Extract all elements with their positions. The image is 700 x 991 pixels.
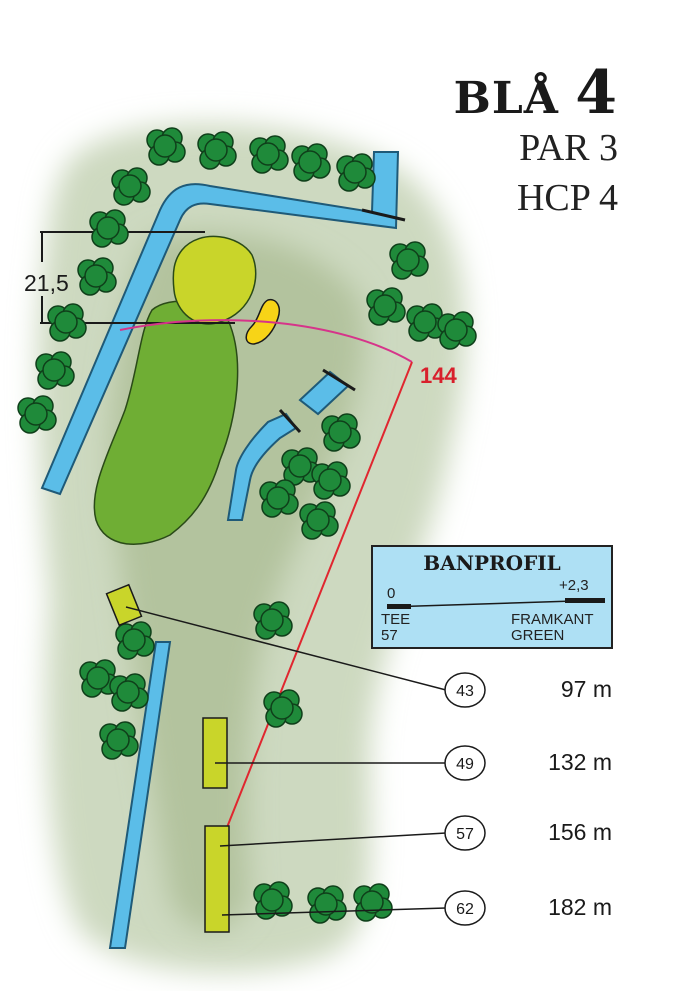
front-distance-label: 144 (420, 363, 457, 388)
tee-distance: 156 m (548, 819, 612, 845)
water-hazard-lower (108, 641, 172, 949)
tee-distance: 132 m (548, 749, 612, 775)
water-marker (278, 408, 302, 434)
tee-marker-id: 57 (456, 826, 474, 843)
tee-marker-id: 49 (456, 756, 474, 773)
tree-icon (47, 303, 87, 342)
profile-title: BANPROFIL (423, 551, 561, 575)
profile-right-label: FRAMKANT (511, 611, 594, 628)
tree-icon (35, 351, 75, 390)
tree-icon (197, 131, 237, 170)
tee-marker-id: 62 (456, 901, 474, 918)
water-marker (322, 368, 356, 392)
tree-icon (99, 721, 139, 760)
tee-leader-lines (125, 606, 447, 916)
tree-icon (146, 127, 186, 166)
green-depth-label: 21,5 (24, 270, 69, 296)
profile-left-label: TEE (381, 611, 411, 628)
profile-left-value: 0 (387, 585, 396, 602)
profile-line (386, 598, 606, 609)
tee-box-43 (105, 583, 143, 627)
tee-box-49 (202, 717, 228, 789)
tree-icon (321, 413, 361, 452)
tee-marker-id: 43 (456, 683, 474, 700)
tree-icon (17, 395, 57, 434)
tree-icon (353, 883, 393, 922)
tee-marker-circle (444, 672, 486, 708)
tee-marker-circle (444, 890, 486, 926)
tree-icon (366, 287, 406, 326)
tee-marker-circle (444, 815, 486, 851)
par-info: PAR 3 (519, 127, 618, 169)
tee-markers (444, 672, 486, 926)
tree-icon (115, 621, 155, 660)
tee-boxes (105, 583, 230, 933)
tee-color-label: BLÅ (453, 73, 559, 124)
green-front-arc (119, 319, 413, 363)
tree-icon (111, 167, 151, 206)
profile-right-value: +2,3 (559, 577, 589, 594)
tree-icon (291, 143, 331, 182)
distance-line (219, 361, 413, 846)
tree-icon (437, 311, 477, 350)
tree-icon (389, 241, 429, 280)
tee-distance: 97 m (560, 676, 612, 702)
tree-icon (253, 601, 293, 640)
tree-icon (77, 257, 117, 296)
tree-icon (263, 689, 303, 728)
tree-icon (311, 461, 351, 500)
hole-number: 4 (575, 58, 618, 128)
tee-distance: 182 m (548, 894, 612, 920)
course-profile-box: BANPROFIL 0 +2,3 TEE 57 FRAMKANT GREEN (371, 545, 613, 649)
profile-right-sublabel: GREEN (511, 627, 565, 644)
tree-icon (299, 501, 339, 540)
tree-icon (249, 135, 289, 174)
tee-marker-circle (444, 745, 486, 781)
tee-box-57-62 (204, 825, 230, 933)
tree-icon (307, 885, 347, 924)
tree-icon (336, 153, 376, 192)
tree-icon (109, 673, 149, 712)
hcp-info: HCP 4 (516, 177, 618, 219)
water-marker (361, 208, 406, 222)
tree-icon (89, 209, 129, 248)
profile-left-sublabel: 57 (381, 627, 398, 644)
hole-title: BLÅ 4 (454, 58, 618, 128)
tree-icon (259, 479, 299, 518)
